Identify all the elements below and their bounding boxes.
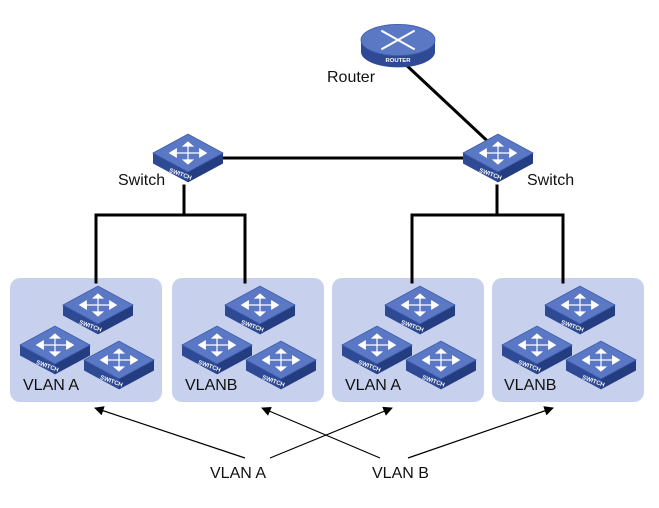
vlan-group-4-label: VLANB bbox=[504, 377, 557, 394]
left-switch-branch bbox=[94, 213, 247, 284]
core-switch-left-icon: SWITCH bbox=[152, 133, 224, 183]
router-icon-badge: ROUTER bbox=[386, 58, 412, 64]
router-label: Router bbox=[327, 69, 376, 86]
bottom-vlan-b-label: VLAN B bbox=[372, 465, 429, 482]
arrow-vlanA-left bbox=[94, 406, 246, 459]
vlan-group-2-label: VLANB bbox=[185, 377, 238, 394]
bottom-vlan-a-label: VLAN A bbox=[210, 465, 267, 482]
network-links bbox=[94, 59, 565, 284]
vlan-group-3-switch-3-icon: SWITCH bbox=[405, 340, 477, 390]
vlan-group-4-switch-1-icon: SWITCH bbox=[544, 285, 616, 335]
router-icon: ROUTER bbox=[360, 24, 436, 68]
right-switch-label: Switch bbox=[527, 172, 575, 189]
vlan-group-1-label: VLAN A bbox=[23, 377, 80, 394]
right-switch-branch bbox=[410, 213, 565, 284]
vlan-group-1-switch-3-icon: SWITCH bbox=[83, 340, 155, 390]
core-switch-right-icon: SWITCH bbox=[462, 133, 534, 183]
vlan-group-3-label: VLAN A bbox=[345, 377, 402, 394]
arrow-vlanB-right bbox=[407, 406, 554, 459]
vlan-group-4-switch-3-icon: SWITCH bbox=[565, 340, 637, 390]
vlan-group-3-switch-1-icon: SWITCH bbox=[384, 285, 456, 335]
left-switch-label: Switch bbox=[118, 172, 166, 189]
vlan-group-3-switch-2-icon: SWITCH bbox=[341, 325, 413, 375]
arrow-vlanA-right bbox=[269, 406, 393, 459]
vlan-group-1-switch-1-icon: SWITCH bbox=[62, 285, 134, 335]
vlan-arrows bbox=[94, 406, 554, 459]
arrow-vlanB-left bbox=[261, 406, 381, 459]
router-to-switch-link bbox=[400, 59, 500, 153]
